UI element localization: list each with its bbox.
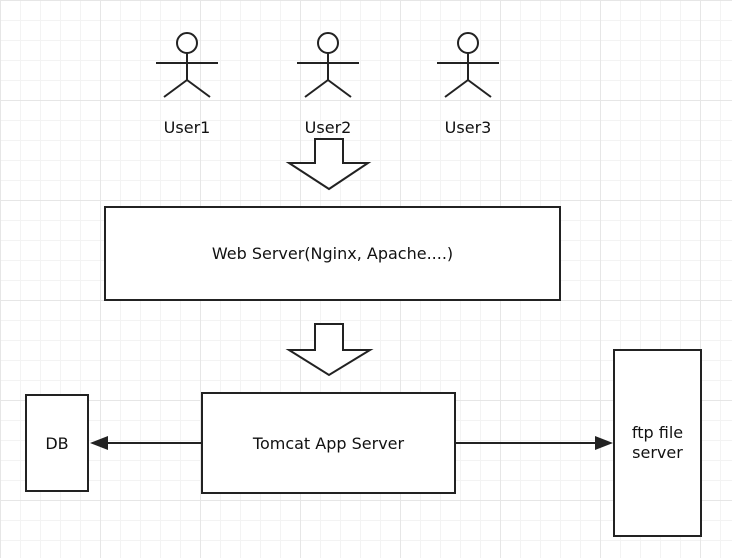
actor-label: User1 xyxy=(163,118,211,137)
web-server-label: Web Server(Nginx, Apache....) xyxy=(211,244,454,263)
arrowhead-left-icon xyxy=(90,436,108,450)
actor-user2: User2 xyxy=(293,12,363,142)
stick-figure-icon xyxy=(437,32,499,98)
actor-user1: User1 xyxy=(152,12,222,142)
stick-figure-icon xyxy=(297,32,359,98)
actor-label: User2 xyxy=(304,118,352,137)
web-server-node[interactable]: Web Server(Nginx, Apache....) xyxy=(104,206,561,301)
ftp-file-server-node[interactable]: ftp file server xyxy=(613,349,702,537)
down-block-arrow-icon xyxy=(285,323,374,377)
tomcat-label: Tomcat App Server xyxy=(252,433,405,453)
down-block-arrow-icon xyxy=(285,138,372,191)
db-label: DB xyxy=(45,433,69,453)
arrowhead-right-icon xyxy=(595,436,613,450)
db-node[interactable]: DB xyxy=(25,394,89,492)
tomcat-app-server-node[interactable]: Tomcat App Server xyxy=(201,392,456,494)
stick-figure-icon xyxy=(156,32,218,98)
ftp-label: ftp file server xyxy=(631,423,684,462)
actor-user3: User3 xyxy=(433,12,503,142)
actor-label: User3 xyxy=(444,118,492,137)
